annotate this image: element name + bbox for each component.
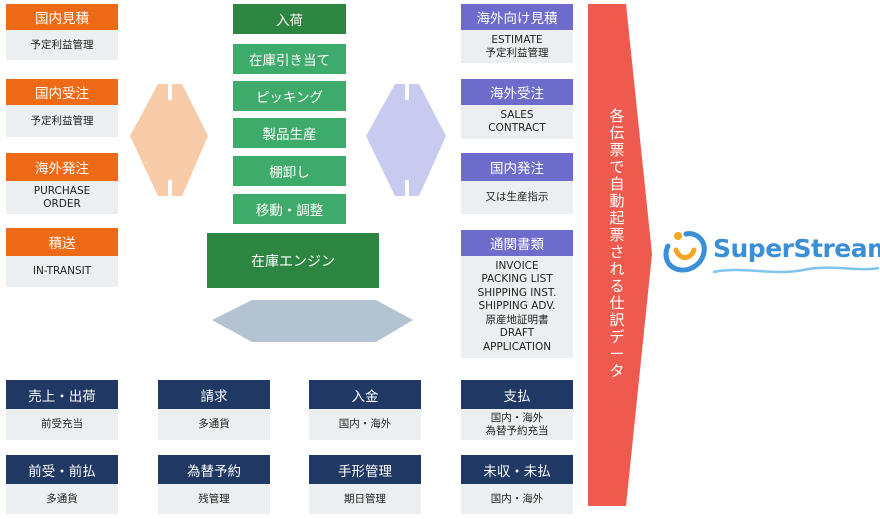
card-detail: 残管理 [158, 484, 270, 514]
bottom-card-2-1: 前受・前払 多通貨 [6, 455, 118, 514]
card-detail: 多通貨 [6, 484, 118, 514]
right-card-4: 通関書類 INVOICE PACKING LIST SHIPPING INST.… [461, 230, 573, 358]
bottom-card-1-3: 入金 国内・海外 [309, 380, 421, 440]
card-title: 支払 [461, 380, 573, 409]
inventory-engine: 在庫エンジン [207, 233, 379, 288]
left-card-4: 積送 IN-TRANSIT [6, 228, 118, 287]
bottom-card-1-4: 支払 国内・海外為替予約充当 [461, 380, 573, 440]
card-detail: INVOICE PACKING LIST SHIPPING INST. SHIP… [461, 256, 573, 358]
bottom-card-2-2: 為替予約 残管理 [158, 455, 270, 514]
left-card-1: 国内見積 予定利益管理 [6, 4, 118, 60]
bottom-card-2-4: 未収・未払 国内・海外 [461, 455, 573, 514]
step-nyuka: 入荷 [233, 4, 346, 34]
step-allocation: 在庫引き当て [233, 44, 346, 74]
step-picking: ピッキング [233, 81, 346, 111]
logo-wave-icon [713, 266, 879, 274]
card-detail: 国内・海外 [309, 409, 421, 440]
card-title: 未収・未払 [461, 455, 573, 484]
card-detail: 又は生産指示 [461, 181, 573, 214]
bottom-card-2-3: 手形管理 期日管理 [309, 455, 421, 514]
card-title: 海外発注 [6, 153, 118, 181]
arrow-vertical-text: 各伝票で自動起票される仕訳データ [609, 107, 625, 380]
right-card-3: 国内発注 又は生産指示 [461, 153, 573, 214]
bottom-card-1-1: 売上・出荷 前受充当 [6, 380, 118, 440]
card-detail: 予定利益管理 [6, 30, 118, 60]
card-title: 国内発注 [461, 153, 573, 181]
card-detail: 予定利益管理 [6, 105, 118, 137]
card-detail: 国内・海外為替予約充当 [461, 409, 573, 440]
right-vertical-arrow [366, 84, 446, 196]
superstream-logo-text: SuperStream [713, 234, 880, 263]
card-title: 海外受注 [461, 79, 573, 105]
card-title: 通関書類 [461, 230, 573, 256]
card-title: 前受・前払 [6, 455, 118, 484]
card-detail: 多通貨 [158, 409, 270, 440]
card-title: 請求 [158, 380, 270, 409]
red-flow-arrow [588, 4, 652, 506]
left-vertical-arrow [130, 84, 208, 196]
card-title: 売上・出荷 [6, 380, 118, 409]
card-title: 国内見積 [6, 4, 118, 30]
step-production: 製品生産 [233, 118, 346, 148]
superstream-logo-icon [663, 231, 707, 273]
card-detail: IN-TRANSIT [6, 256, 118, 287]
card-title: 国内受注 [6, 79, 118, 105]
step-stocktake: 棚卸し [233, 156, 346, 186]
card-title: 海外向け見積 [461, 4, 573, 30]
card-detail: 期日管理 [309, 484, 421, 514]
bottom-card-1-2: 請求 多通貨 [158, 380, 270, 440]
card-title: 入金 [309, 380, 421, 409]
card-detail: 前受充当 [6, 409, 118, 440]
card-title: 為替予約 [158, 455, 270, 484]
card-title: 積送 [6, 228, 118, 256]
card-title: 手形管理 [309, 455, 421, 484]
horizontal-arrow [212, 300, 413, 342]
card-detail: 国内・海外 [461, 484, 573, 514]
left-card-2: 国内受注 予定利益管理 [6, 79, 118, 137]
step-transfer: 移動・調整 [233, 194, 346, 224]
